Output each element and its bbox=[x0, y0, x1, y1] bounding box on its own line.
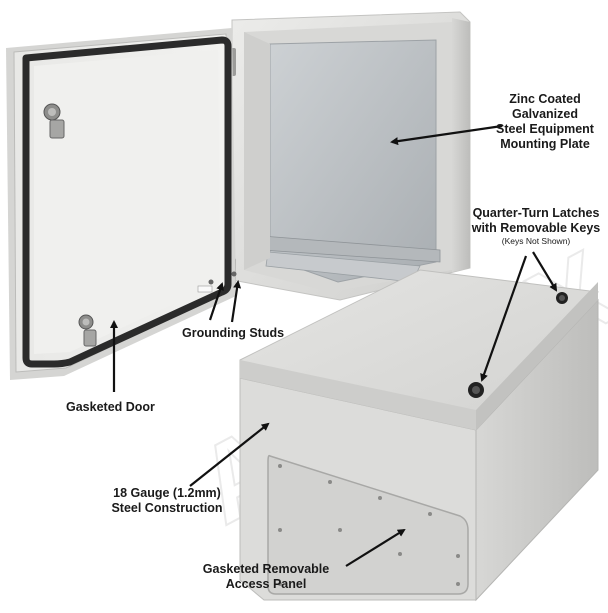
callout-line: Access Panel bbox=[225, 577, 307, 591]
door-gasket bbox=[22, 36, 232, 368]
callout-mounting-plate: Zinc Coated Galvanized Steel Equipment M… bbox=[486, 92, 604, 152]
callout-access-panel: Gasketed Removable Access Panel bbox=[196, 562, 336, 592]
arrow-grounding-1 bbox=[208, 282, 224, 321]
callout-line: Gasketed Door bbox=[66, 400, 155, 414]
arrow-latch-lid bbox=[480, 255, 528, 382]
callout-line: Mounting Plate bbox=[500, 137, 590, 151]
callout-line: Quarter-Turn Latches bbox=[472, 206, 600, 220]
callout-arrows bbox=[110, 124, 558, 567]
callout-line: Grounding Studs bbox=[182, 326, 285, 340]
callout-latches: Quarter-Turn Latches with Removable Keys… bbox=[466, 206, 606, 247]
callout-steel-construction: 18 Gauge (1.2mm) Steel Construction bbox=[104, 486, 230, 516]
panel-screws bbox=[278, 464, 460, 586]
lower-latch-icon bbox=[78, 314, 97, 347]
callout-line: Gasketed Removable bbox=[202, 562, 330, 576]
callout-line: with Removable Keys bbox=[471, 221, 601, 235]
quarter-turn-latch-icon bbox=[468, 382, 484, 398]
closed-enclosure bbox=[239, 269, 600, 602]
callout-line: Steel Construction bbox=[111, 501, 223, 515]
callout-line: 18 Gauge (1.2mm) bbox=[113, 486, 221, 500]
grounding-stud-icon bbox=[208, 279, 214, 285]
grounding-stud-icon bbox=[231, 271, 237, 277]
access-panel bbox=[267, 454, 469, 595]
arrow-grounding-2 bbox=[230, 280, 242, 323]
arrow-steel bbox=[189, 422, 270, 487]
callout-grounding-studs: Grounding Studs bbox=[182, 326, 284, 341]
callout-line: Zinc Coated bbox=[509, 92, 581, 106]
arrow-access-panel bbox=[345, 528, 406, 567]
callout-note: (Keys Not Shown) bbox=[501, 236, 571, 246]
gasketed-door bbox=[6, 28, 237, 380]
callout-gasketed-door: Gasketed Door bbox=[66, 400, 155, 415]
callout-line: Steel Equipment bbox=[496, 122, 594, 136]
open-enclosure bbox=[228, 11, 471, 301]
arrow-latch-top bbox=[532, 251, 558, 292]
arrow-mounting-plate bbox=[390, 124, 503, 146]
upper-latch-icon bbox=[43, 103, 65, 139]
callout-line: Galvanized bbox=[512, 107, 578, 121]
quarter-turn-latch-icon bbox=[556, 292, 568, 304]
